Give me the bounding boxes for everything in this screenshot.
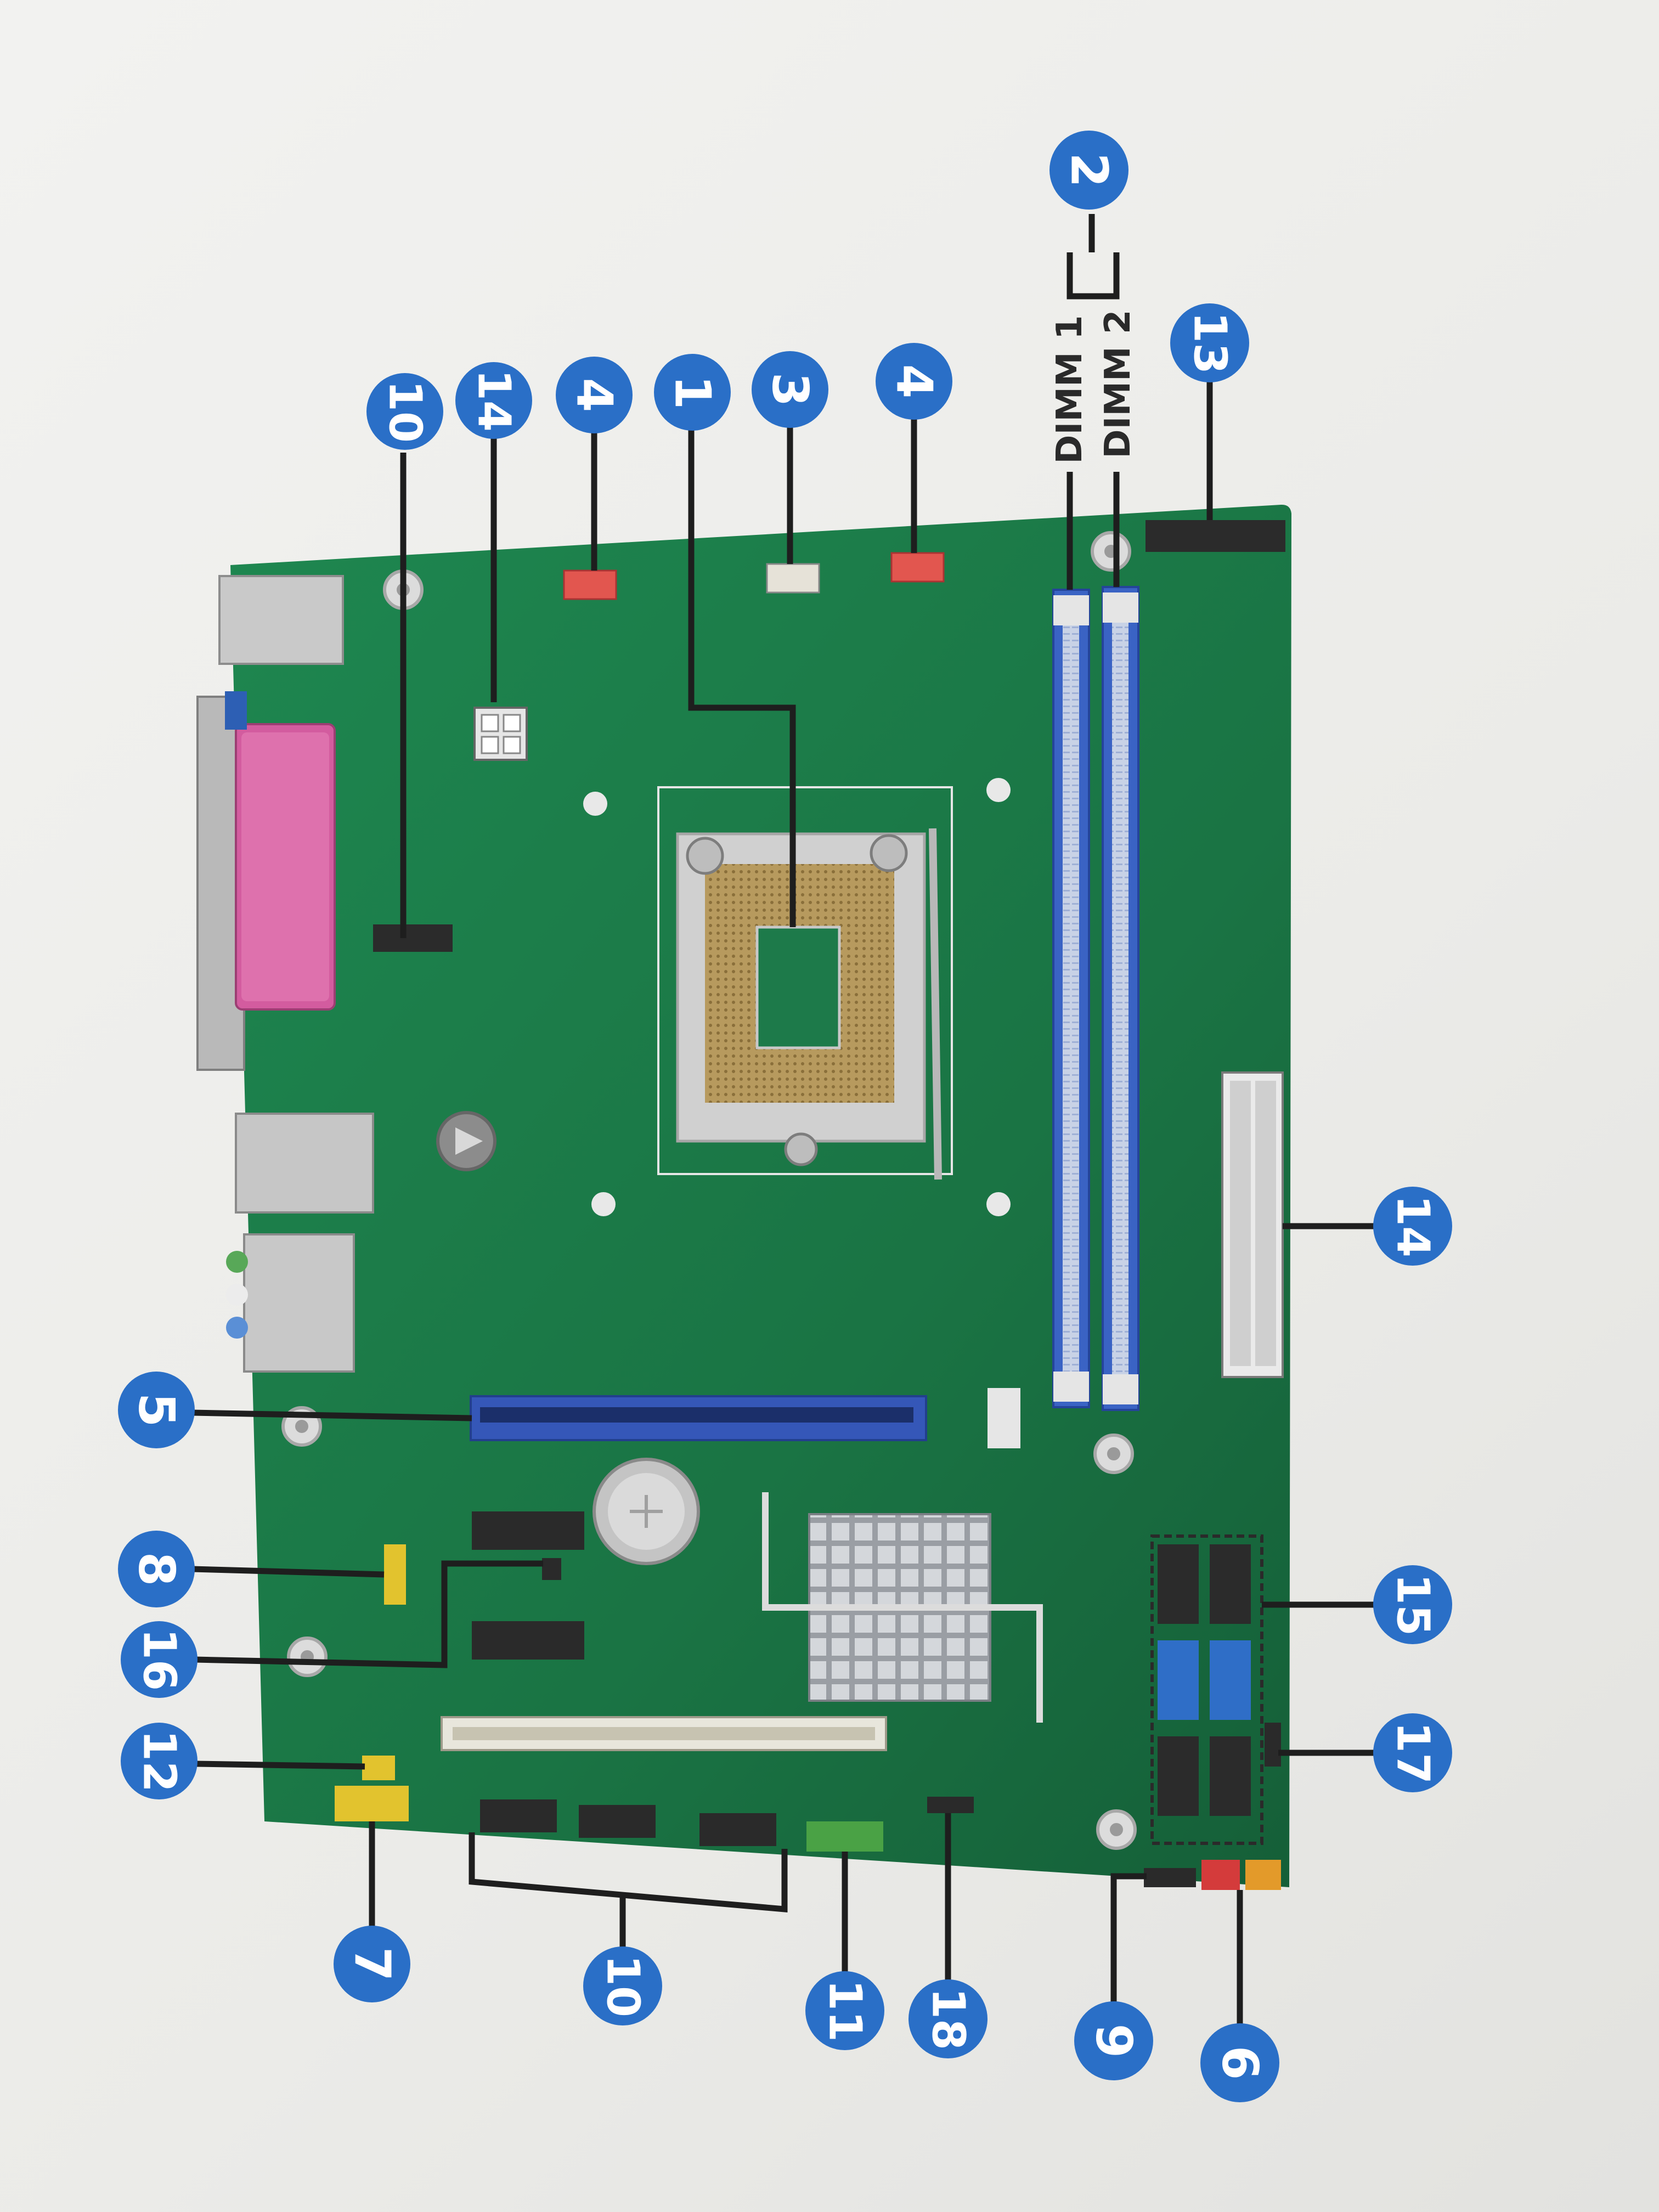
callout-10-bottom: 10 — [583, 1946, 662, 2025]
rear-io-panel — [196, 575, 496, 1373]
fan-and-power-headers — [373, 520, 1285, 952]
dimm1-label: DIMM 1 — [1049, 315, 1090, 464]
mini-slots — [472, 1511, 584, 1660]
callout-7: 7 — [334, 1926, 410, 2002]
callout-6-text: 6 — [1211, 2046, 1269, 2080]
bottom-headers — [335, 1544, 1281, 1890]
callout-4-left-text: 4 — [566, 378, 623, 413]
ram-slot-dimm2 — [1102, 586, 1139, 1411]
leader-lines — [191, 214, 1374, 2030]
callout-17-text: 17 — [1387, 1722, 1439, 1784]
callout-11-text: 11 — [819, 1979, 871, 2042]
callout-16-text: 16 — [133, 1628, 185, 1691]
callout-8-text: 8 — [128, 1552, 185, 1587]
callout-14-top-text: 14 — [468, 369, 520, 432]
ram-slot-dimm1 — [1052, 589, 1090, 1408]
callout-11: 11 — [805, 1971, 884, 2050]
pcie-x16-slot — [470, 1388, 1020, 1448]
callout-10-top: 10 — [366, 373, 443, 450]
callout-13: 13 — [1170, 303, 1249, 382]
callout-3-text: 3 — [761, 373, 819, 407]
callout-3: 3 — [752, 351, 828, 428]
callout-16: 16 — [121, 1621, 198, 1698]
callout-7-text: 7 — [343, 1947, 401, 1982]
callout-10-top-text: 10 — [379, 380, 431, 443]
callout-17: 17 — [1373, 1713, 1452, 1792]
callout-9-text: 9 — [1085, 2024, 1143, 2058]
callout-15: 15 — [1373, 1565, 1452, 1644]
callout-2-text: 2 — [1060, 153, 1119, 188]
callout-14-right: 14 — [1373, 1187, 1452, 1266]
callout-5-text: 5 — [128, 1393, 185, 1427]
callout-6: 6 — [1200, 2023, 1279, 2102]
cmos-battery — [592, 1458, 700, 1565]
callout-14-top: 14 — [455, 362, 532, 439]
callout-15-text: 15 — [1387, 1573, 1439, 1636]
callout-12: 12 — [121, 1723, 198, 1799]
callout-2: 2 — [1049, 131, 1128, 210]
callout-5: 5 — [118, 1372, 195, 1448]
cpu-socket — [657, 786, 953, 1180]
callout-9: 9 — [1074, 2001, 1153, 2080]
callout-4-right: 4 — [876, 343, 952, 420]
callout-4-right-text: 4 — [885, 364, 943, 399]
callout-8: 8 — [118, 1531, 195, 1607]
callout-13-text: 13 — [1184, 312, 1236, 374]
callout-14-right-text: 14 — [1387, 1195, 1439, 1257]
callout-1: 1 — [654, 354, 731, 431]
sata-ports — [1150, 1534, 1263, 1845]
callout-12-text: 12 — [133, 1730, 185, 1792]
callout-4-left: 4 — [556, 357, 633, 433]
callout-18-text: 18 — [922, 1988, 974, 2050]
callout-10-bottom-text: 10 — [597, 1955, 649, 2017]
chipset-heatsink — [762, 1492, 1043, 1723]
pci-slot — [441, 1716, 887, 1751]
callout-18: 18 — [909, 1979, 988, 2058]
callout-1-text: 1 — [664, 375, 721, 410]
dimm2-label: DIMM 2 — [1098, 309, 1138, 458]
atx-24pin-connector — [1221, 1071, 1284, 1378]
